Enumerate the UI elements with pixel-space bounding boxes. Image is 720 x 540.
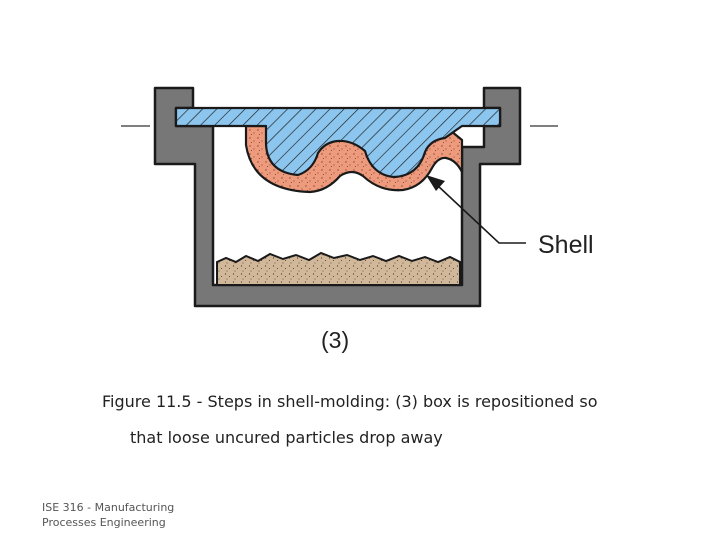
shell-label: Shell <box>538 231 594 259</box>
caption-line-1: Figure 11.5 ‑ Steps in shell‑molding: (3… <box>102 392 598 411</box>
footer-line-2: Processes Engineering <box>42 516 166 529</box>
step-label: (3) <box>321 327 349 353</box>
figure-caption: Figure 11.5 ‑ Steps in shell‑molding: (3… <box>102 384 642 456</box>
shell-molding-diagram: Shell (3) <box>121 86 594 353</box>
shell-leader-line <box>436 184 526 244</box>
loose-sand <box>216 251 461 286</box>
caption-line-2: that loose uncured particles drop away <box>130 428 443 447</box>
leader-arrowhead <box>426 175 445 191</box>
slide-footer: ISE 316 ‑ Manufacturing Processes Engine… <box>42 500 174 530</box>
pattern-plate <box>174 106 502 179</box>
footer-line-1: ISE 316 ‑ Manufacturing <box>42 501 175 514</box>
